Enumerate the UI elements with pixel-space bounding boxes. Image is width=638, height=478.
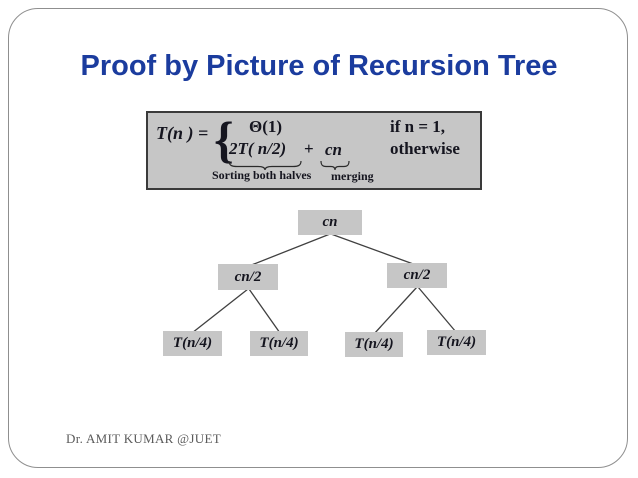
- formula-plus-sign: +: [304, 139, 314, 158]
- formula-case-brace: {: [214, 111, 234, 169]
- tree-node-root: cn: [298, 210, 362, 235]
- formula-otherwise: otherwise: [390, 139, 460, 158]
- underbrace-sorting: [228, 160, 302, 171]
- tree-edge: [417, 286, 457, 333]
- tree-edge: [248, 288, 281, 334]
- slide-title: Proof by Picture of Recursion Tree: [80, 50, 558, 82]
- footer-credit: Dr. AMIT KUMAR @JUET: [66, 431, 221, 446]
- tree-edge: [373, 286, 418, 335]
- formula-recursive-term: 2T( n/2): [229, 139, 287, 158]
- tree-node-leaf-3: T(n/4): [345, 332, 403, 357]
- formula-merging-label: merging: [331, 169, 374, 183]
- tree-node-leaf-2: T(n/4): [250, 331, 308, 356]
- tree-node-right: cn/2: [387, 263, 447, 288]
- tree-node-leaf-1: T(n/4): [163, 331, 222, 356]
- tree-edge: [191, 288, 249, 334]
- tree-edge: [330, 233, 417, 266]
- formula-base-condition: if n = 1,: [390, 117, 446, 136]
- formula-merge-term: cn: [325, 140, 342, 159]
- recurrence-formula-box: T(n ) = { Θ(1) if n = 1, 2T( n/2) + cn o…: [146, 111, 482, 190]
- tree-node-left: cn/2: [218, 264, 278, 290]
- tree-node-leaf-4: T(n/4): [427, 330, 486, 355]
- underbrace-merging: [320, 160, 350, 171]
- formula-lhs: T(n ) =: [156, 123, 209, 143]
- formula-base-case: Θ(1): [249, 117, 283, 136]
- formula-sorting-label: Sorting both halves: [212, 168, 312, 182]
- tree-edge: [248, 233, 331, 267]
- slide-border: [8, 8, 628, 468]
